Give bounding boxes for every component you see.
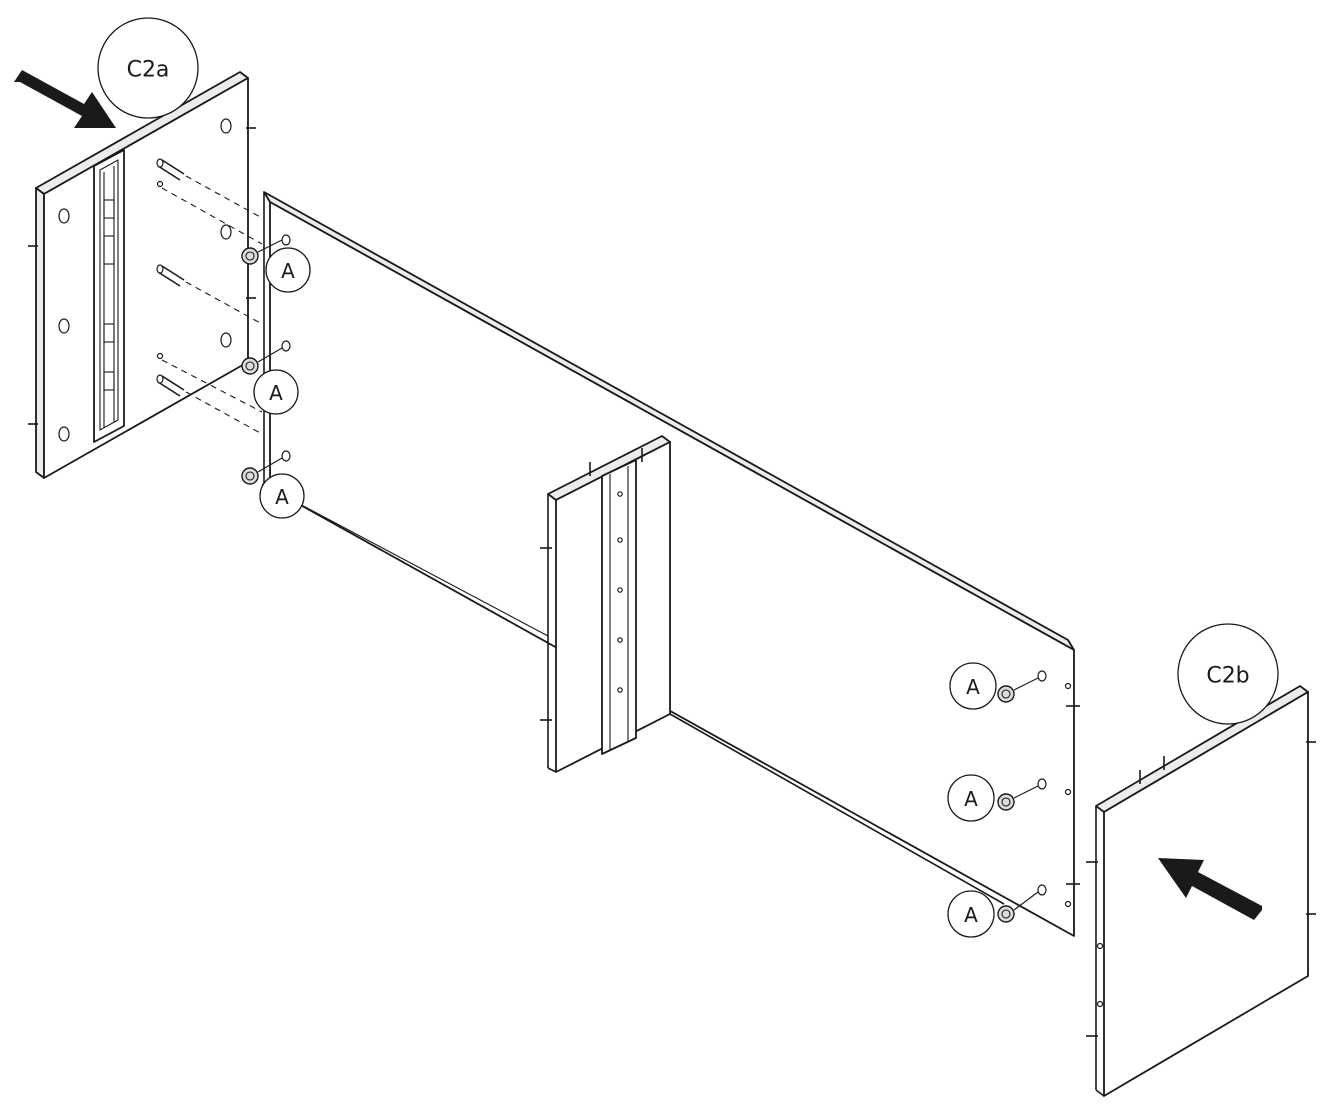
arrow-right-icon [14, 70, 116, 128]
panel-c2b-face [1103, 691, 1309, 1097]
label-a-right-1: A [949, 662, 997, 710]
arrow-left-icon [1158, 858, 1262, 920]
label-a-text: A [964, 903, 978, 927]
middle-divider-panel [540, 435, 1005, 905]
label-c2b: C2b [1177, 623, 1279, 725]
label-c2b-text: C2b [1206, 664, 1249, 689]
cam-fitting-left-2 [241, 347, 283, 375]
side-panel-c2a [28, 71, 263, 479]
guide-line-left [261, 483, 549, 637]
back-panel-face [269, 201, 1075, 937]
cam-fittings [241, 239, 1039, 923]
back-panel [263, 191, 1080, 937]
label-a-text: A [966, 675, 980, 699]
panel-c2a-face [43, 77, 249, 479]
cam-fitting-right-2 [997, 785, 1039, 811]
label-c2a: C2a [97, 17, 199, 119]
cam-fitting-right-3 [997, 891, 1039, 923]
label-a-left-3: A [259, 473, 305, 519]
cam-fitting-left-3 [241, 457, 283, 485]
label-c2a-text: C2a [127, 58, 170, 83]
cam-fitting-left-1 [241, 239, 283, 265]
label-a-left-2: A [253, 369, 299, 415]
label-a-text: A [269, 381, 283, 405]
runner-divider [601, 459, 637, 755]
label-a-right-3: A [947, 890, 995, 938]
runner-c2a [93, 149, 125, 443]
label-a-right-2: A [947, 774, 995, 822]
label-a-text: A [281, 259, 295, 283]
label-a-text: A [275, 485, 289, 509]
side-panel-c2b [1086, 685, 1316, 1097]
cam-fitting-right-1 [997, 677, 1039, 703]
label-a-text: A [964, 787, 978, 811]
label-a-left-1: A [265, 247, 311, 293]
panel-c2a-side-edge [35, 187, 45, 479]
dowels-c2a [156, 158, 185, 397]
